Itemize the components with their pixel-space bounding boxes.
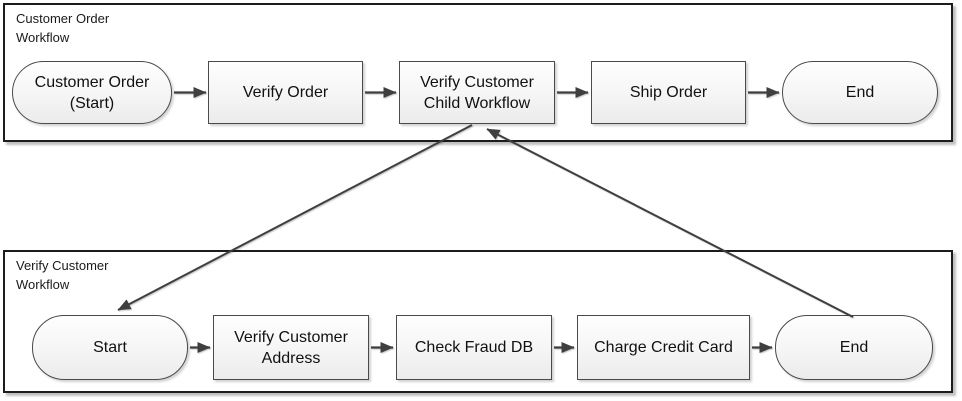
node-label: End [839, 339, 869, 356]
node-label: Charge Credit Card [594, 339, 733, 356]
node-label: Check Fraud DB [414, 339, 534, 356]
node-verify-customer-address: Verify Customer Address [213, 315, 369, 380]
node-label: Verify Order [242, 84, 329, 101]
node-label: Verify Customer Child Workflow [420, 73, 534, 112]
node-end-verify-customer: End [775, 315, 933, 380]
node-verify-order: Verify Order [208, 61, 363, 124]
node-label: Start [93, 339, 127, 356]
lane-title-verify-customer-workflow: Verify Customer Workflow [16, 258, 109, 292]
node-label: End [845, 84, 875, 101]
node-ship-order: Ship Order [591, 61, 746, 124]
node-label: Ship Order [629, 84, 708, 101]
lane-title-customer-order-workflow: Customer Order Workflow [16, 11, 110, 45]
node-check-fraud-db: Check Fraud DB [396, 315, 552, 380]
node-start-verify-customer: Start [32, 315, 188, 380]
node-label: Verify Customer Address [234, 328, 348, 367]
node-end-customer-order: End [782, 61, 938, 124]
node-verify-customer-child-workflow: Verify Customer Child Workflow [399, 61, 555, 124]
node-label: Customer Order (Start) [34, 73, 150, 112]
node-customer-order-start: Customer Order (Start) [12, 61, 172, 124]
node-charge-credit-card: Charge Credit Card [577, 315, 750, 380]
